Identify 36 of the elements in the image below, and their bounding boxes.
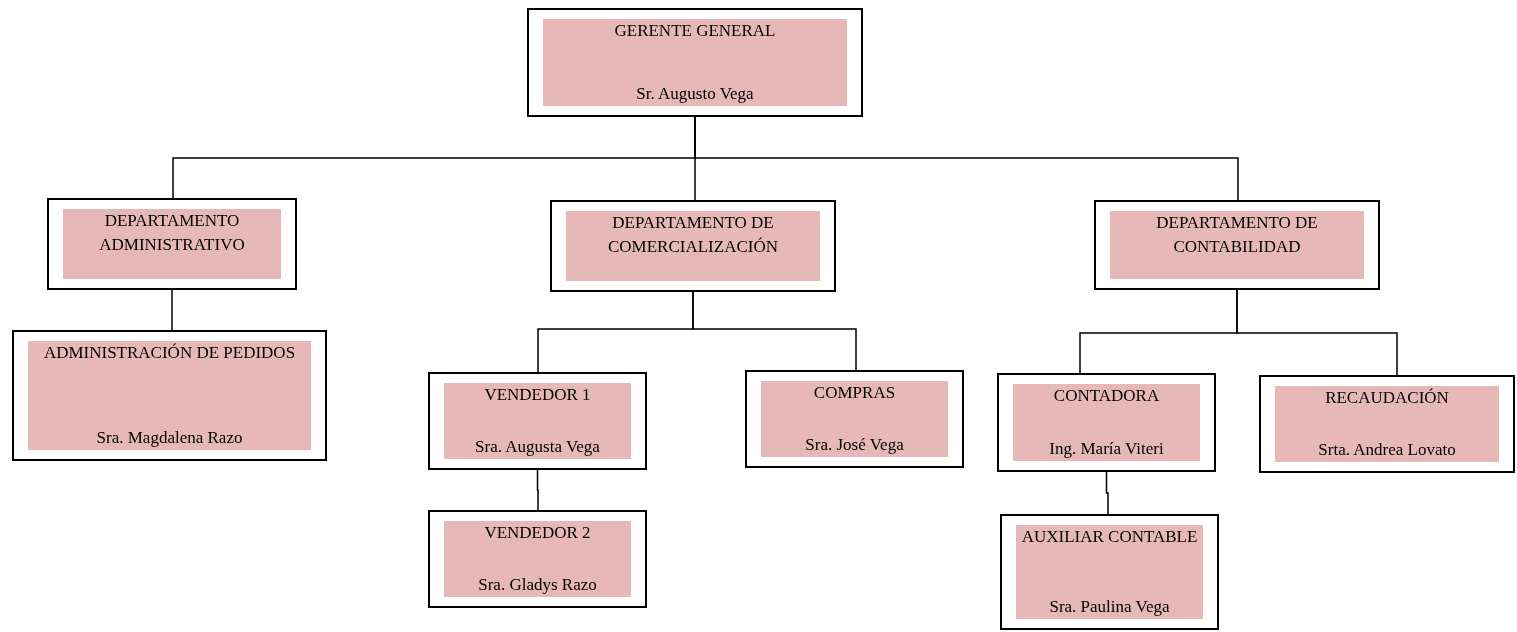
person-name: Sra. Gladys Razo [478,574,597,596]
connector-line [171,289,173,331]
org-box [527,8,863,117]
position-title: GERENTE GENERAL [614,20,776,42]
org-box [47,198,297,290]
position-title: COMPRAS [813,382,896,404]
person-name: Sra. Paulina Vega [1049,596,1170,618]
person-name: Ing. María Viteri [1049,438,1164,460]
person-name: Srta. Andrea Lovato [1318,439,1456,461]
person-name: Sra. Magdalena Razo [96,427,243,449]
org-box [428,372,647,470]
position-title: ADMINISTRACIÓN DE PEDIDOS [43,342,296,364]
org-box [745,370,964,468]
position-title: AUXILIAR CONTABLE [1021,526,1198,548]
connector-line [694,116,1239,201]
org-box [1094,200,1380,290]
connector-line [1105,471,1109,515]
org-box [997,373,1216,472]
org-box [428,510,647,608]
position-title: CONTADORA [1053,385,1160,407]
connector-line [692,291,857,371]
org-box [1000,514,1219,630]
position-title: VENDEDOR 1 [484,384,591,406]
connector-line [1236,289,1398,376]
connector-line [536,469,539,511]
person-name: Sra. José Vega [805,434,904,456]
position-title: VENDEDOR 2 [484,522,591,544]
person-name: Sra. Augusta Vega [475,436,600,458]
position-title: RECAUDACIÓN [1325,387,1449,409]
org-box [1259,375,1515,473]
position-title: DEPARTAMENTO DE CONTABILIDAD [1155,212,1319,258]
org-box [12,330,327,461]
org-box [550,200,836,292]
position-title: DEPARTAMENTO ADMINISTRATIVO [98,210,246,256]
person-name: Sr. Augusto Vega [636,83,754,105]
position-title: DEPARTAMENTO DE COMERCIALIZACIÓN [607,212,779,258]
